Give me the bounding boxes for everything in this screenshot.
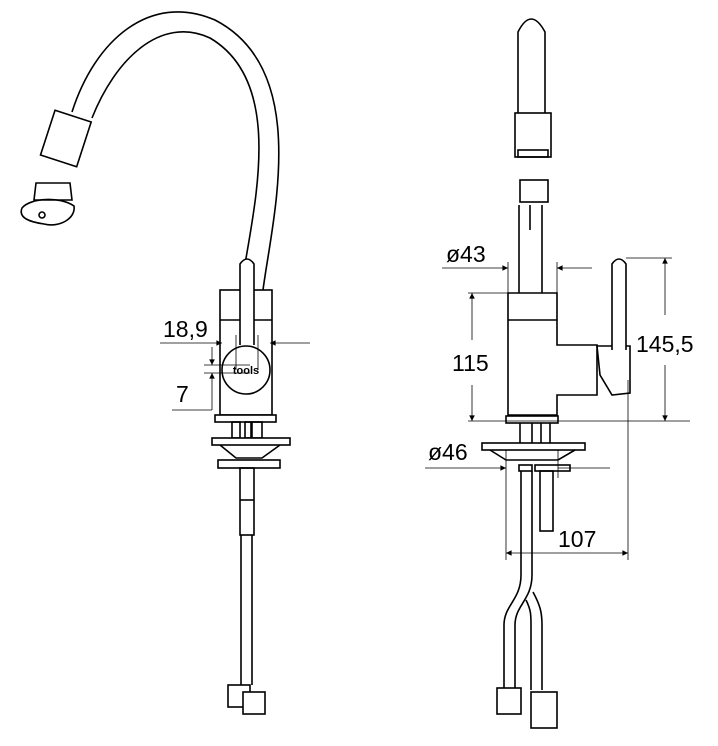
- dimension-label: 7: [176, 381, 189, 407]
- spout-tube: [517, 18, 546, 113]
- dimension-lever-width: 18,9: [160, 316, 310, 370]
- supply-hoses: [227, 535, 266, 715]
- dimension-body-height: 115: [452, 292, 690, 422]
- gooseneck-spout: [71, 11, 280, 291]
- aerator-part: [20, 182, 75, 226]
- dimension-label: 107: [558, 526, 596, 552]
- handle-block: [596, 345, 631, 396]
- dimension-label: ø43: [446, 241, 486, 267]
- dimension-label: 18,9: [163, 316, 208, 342]
- lever: [611, 258, 627, 350]
- dimension-label: ø46: [428, 439, 468, 465]
- mounting-plate: [211, 437, 291, 446]
- nozzle: [39, 109, 93, 168]
- threaded-rod: [239, 467, 255, 536]
- dimension-total-height: 145,5: [626, 257, 694, 422]
- mounting-plate: [481, 442, 586, 451]
- dimension-label: 145,5: [636, 331, 694, 357]
- supply-hoses: [496, 471, 558, 729]
- faucet-body: [507, 292, 598, 416]
- threaded-rod: [539, 470, 554, 532]
- dimension-base-diameter: ø46: [425, 439, 610, 560]
- dimension-spout-diameter: ø43: [442, 241, 592, 293]
- front-view: ø43 115 145,5 ø46: [425, 18, 694, 729]
- dimension-reach: 107: [505, 380, 629, 560]
- dimension-logo-offset: 7: [172, 347, 250, 411]
- brand-logo: tools: [233, 365, 259, 377]
- side-view: tools 18,9 7: [20, 11, 310, 715]
- dimension-label: 115: [452, 350, 489, 376]
- lever: [239, 258, 255, 345]
